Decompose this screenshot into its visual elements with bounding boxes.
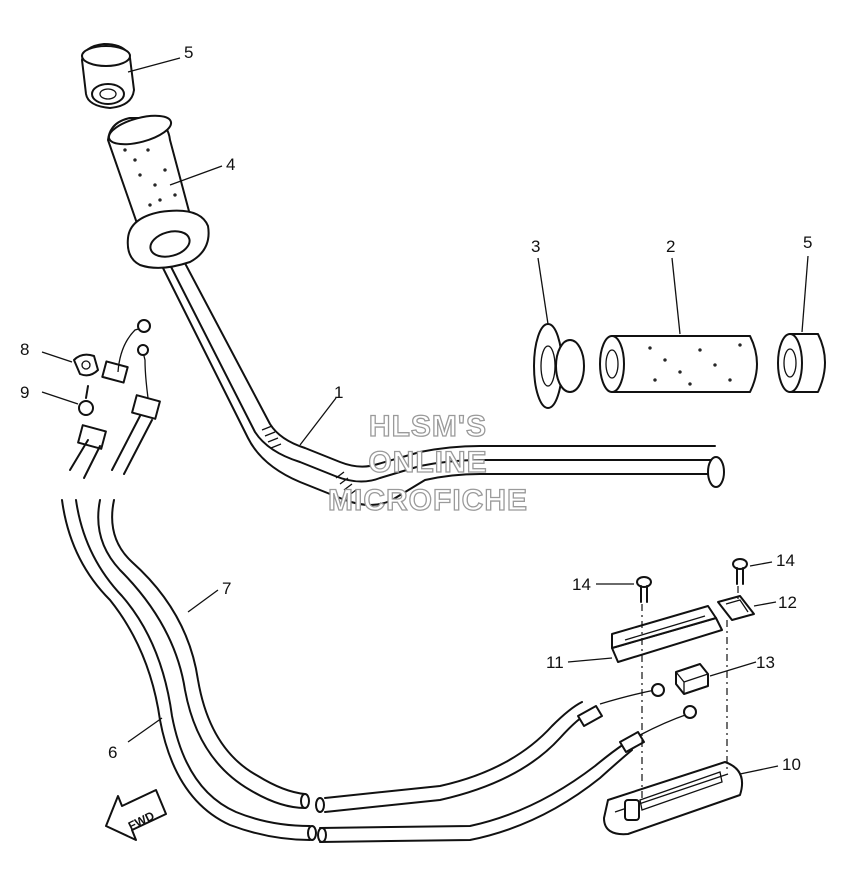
callout-5-right: 5 <box>803 233 812 252</box>
callout-7: 7 <box>222 579 231 598</box>
handlebar <box>159 249 725 506</box>
callout-1: 1 <box>334 383 343 402</box>
callout-2: 2 <box>666 237 675 256</box>
callout-3: 3 <box>531 237 540 256</box>
screw-left <box>636 576 652 603</box>
callout-13: 13 <box>756 653 775 672</box>
callout-8: 8 <box>20 340 29 359</box>
throttle-grip <box>107 114 210 269</box>
callout-12: 12 <box>778 593 797 612</box>
forward-direction-arrow: FWD <box>105 789 167 841</box>
callout-6: 6 <box>108 743 117 762</box>
grip <box>599 335 758 393</box>
callout-11: 11 <box>546 653 564 672</box>
screw-right <box>732 558 748 585</box>
watermark-line-2: ONLINE <box>368 446 487 479</box>
callout-5-top: 5 <box>184 43 193 62</box>
callout-14-right: 14 <box>776 551 795 570</box>
watermark-line-3: MICROFICHE <box>328 484 528 517</box>
callout-9: 9 <box>20 383 29 402</box>
throttle-housing-upper <box>611 605 723 663</box>
watermark-line-1: HLSM'S <box>369 410 487 443</box>
callout-labels: 1 2 3 4 5 5 6 7 8 9 10 11 12 13 14 14 <box>20 43 812 774</box>
throttle-housing-lower <box>603 761 744 836</box>
callout-10: 10 <box>782 755 801 774</box>
plate <box>717 595 755 621</box>
grip-end-right <box>777 333 826 393</box>
callout-4: 4 <box>226 155 235 174</box>
cable-clip <box>73 353 99 377</box>
clip-screw <box>78 385 94 416</box>
cable-guide-block <box>675 663 709 695</box>
callout-14-left: 14 <box>572 575 591 594</box>
throttle-cables <box>61 319 697 843</box>
grip-end-top <box>81 43 135 109</box>
watermark: HLSM'S ONLINE MICROFICHE <box>327 409 528 517</box>
grip-flange <box>533 323 585 409</box>
leader-lines <box>41 57 809 775</box>
